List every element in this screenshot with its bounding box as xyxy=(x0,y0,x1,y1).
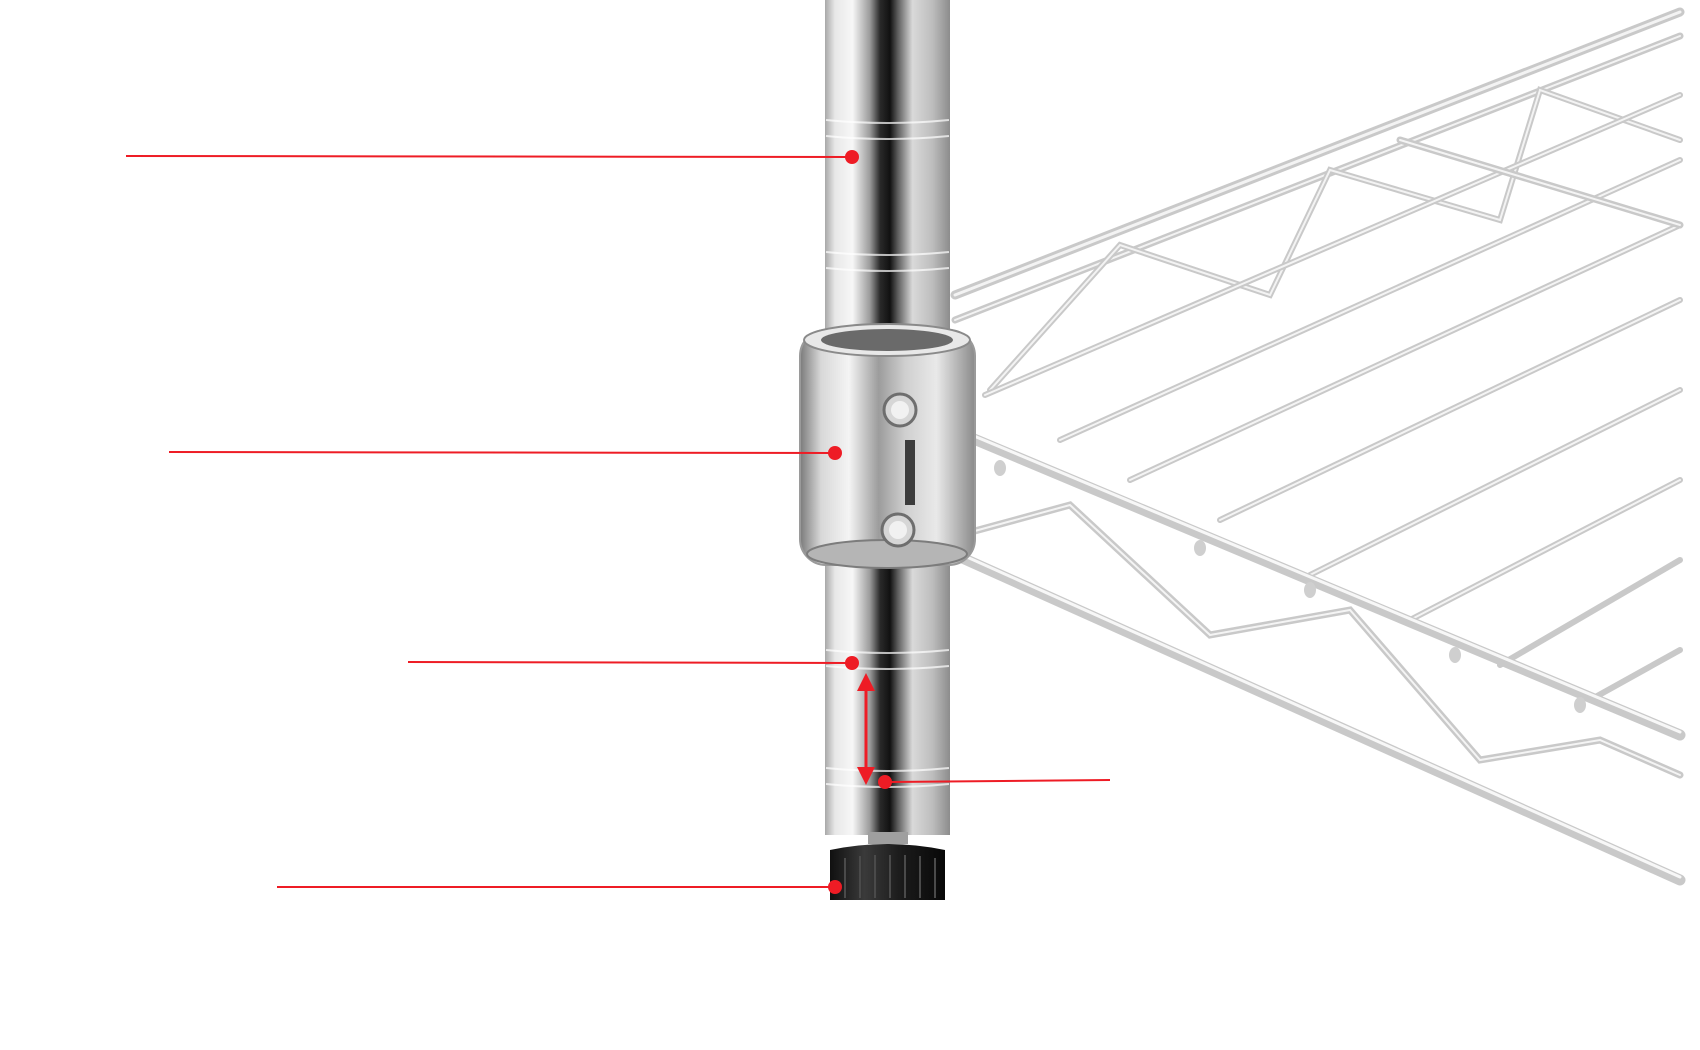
shelf-rod-ends xyxy=(880,392,918,548)
chrome-post-upper xyxy=(825,0,950,345)
callouts xyxy=(125,150,1111,894)
callout-groove-marker-upper xyxy=(407,656,859,670)
chrome-sleeve-collar xyxy=(799,323,976,569)
callout-post-groove xyxy=(125,150,859,164)
wire-shelf xyxy=(894,7,1686,886)
callout-leveling-foot xyxy=(277,880,842,894)
chrome-post-lower xyxy=(825,545,950,835)
callout-groove-marker-lower xyxy=(878,775,1111,789)
callout-sleeve-collar xyxy=(168,446,842,460)
black-leveling-foot xyxy=(830,832,945,900)
